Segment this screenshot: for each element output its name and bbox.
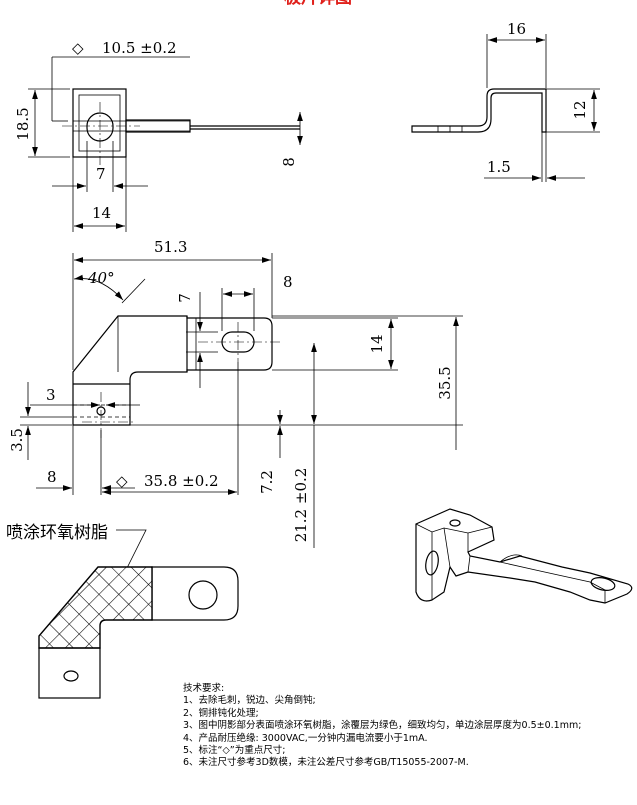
dim-end-height: 18.5 [14,107,32,140]
dim-end-slot: 7 [96,165,106,183]
end-view: ◇ 10.5 ±0.2 18.5 8 7 14 [14,39,303,232]
dim-front-angle: 40° [87,269,115,287]
note-item: 1、去除毛刺，锐边、尖角倒钝; [183,695,316,707]
dim-side-top: 16 [507,20,526,38]
technical-notes: 技术要求: 1、去除毛刺，锐边、尖角倒钝; 2、铜排钝化处理; 3、图中阴影部分… [183,683,581,770]
dim-front-tab-h: 14 [368,334,386,353]
coating-view: 喷涂环氧树脂 [6,523,239,699]
dim-front-slot: 7 [176,293,194,303]
dim-front-hole: 3 [46,386,56,404]
dim-front-base-w: 8 [47,468,57,486]
dim-front-key-mark: ◇ [116,472,128,490]
front-view: 51.3 40° 7 8 14 35.5 3 3.5 [8,238,463,548]
note-item: 2、铜排钝化处理; [183,707,259,719]
note-item: 5、标注“◇”为重点尺寸; [183,745,286,757]
dim-side-thickness: 1.5 [487,158,511,176]
note-item: 3、图中阴影部分表面喷涂环氧树脂，涂覆层为绿色，细致均匀，单边涂层厚度为0.5±… [183,720,582,732]
dim-end-width: 14 [92,204,111,222]
dim-front-tab: 8 [283,273,293,291]
notes-heading: 技术要求: [183,683,225,694]
note-item: 6、未注尺寸参考3D数模，未注公差尺寸参考GB/T15055-2007-M. [183,757,469,769]
dim-front-length: 51.3 [154,238,187,256]
dim-front-base-off: 3.5 [8,428,26,452]
drawing-title: 极片详图 [284,0,352,8]
dim-front-key-len: 35.8 ±0.2 [144,472,219,490]
coating-label: 喷涂环氧树脂 [6,523,108,543]
dim-front-small-h: 7.2 [258,470,276,494]
dim-side-rise: 12 [571,100,589,119]
dim-front-key-h: 21.2 ±0.2 [292,468,310,543]
dim-key-width: 10.5 ±0.2 [102,39,177,57]
dim-front-total-h: 35.5 [436,366,454,399]
side-view: 16 12 1.5 [411,20,600,182]
note-item: 4、产品耐压绝缘: 3000VAC,一分钟内漏电流要小于1mA. [183,732,428,744]
dim-end-tab: 8 [280,157,298,167]
dim-key-mark: ◇ [72,39,84,57]
isometric-view [415,508,633,604]
